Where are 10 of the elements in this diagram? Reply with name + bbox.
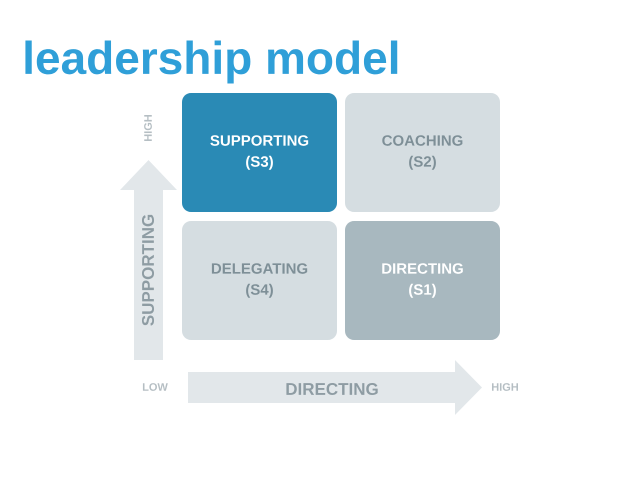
axis-label: HIGH (492, 383, 518, 391)
axis-label: SUPPORTING (142, 214, 154, 326)
axis-label: DIRECTING (286, 382, 378, 396)
axis-label: HIGH (144, 115, 152, 141)
quadrant-box: DELEGATING (S4) (182, 221, 337, 340)
quadrant-box: SUPPORTING (S3) (182, 93, 337, 212)
axis-label: LOW (142, 383, 168, 391)
quadrant-box: COACHING (S2) (345, 93, 500, 212)
quadrant-box: DIRECTING (S1) (345, 221, 500, 340)
title: leadership model (25, 40, 398, 84)
